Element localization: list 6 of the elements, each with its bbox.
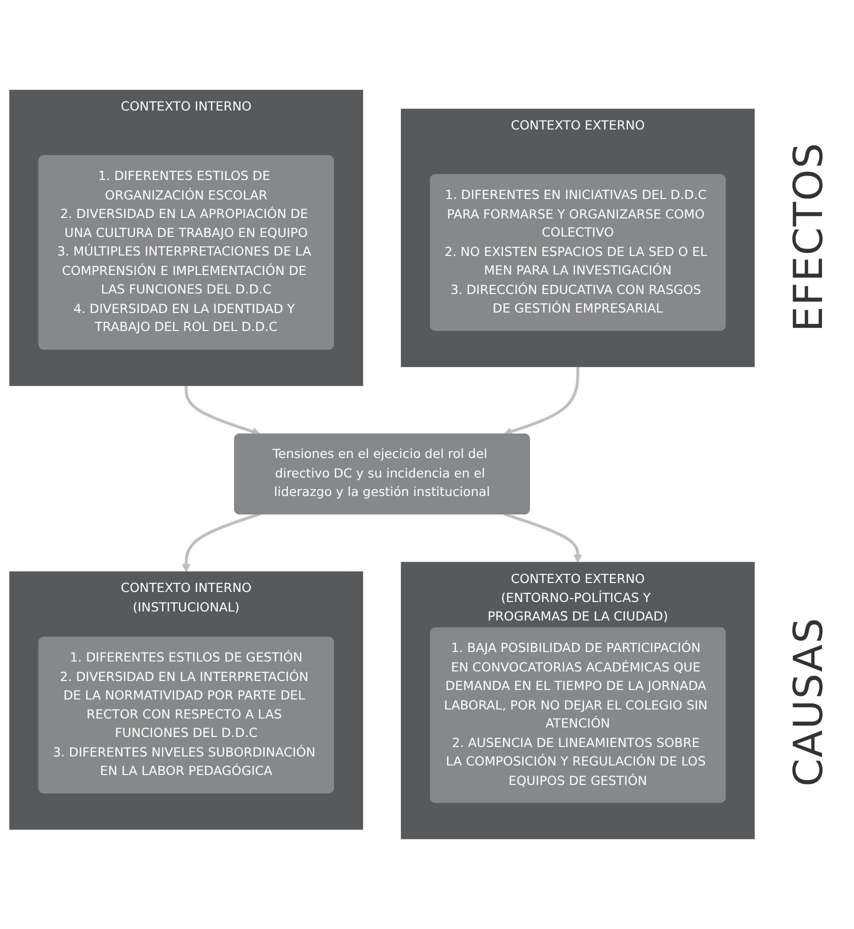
arrow bbox=[504, 366, 580, 436]
arrow bbox=[182, 512, 261, 572]
section-label: EFECTOS bbox=[786, 142, 832, 332]
arrow bbox=[184, 386, 260, 436]
section-label: CAUSAS bbox=[786, 617, 832, 787]
arrow bbox=[503, 512, 582, 563]
